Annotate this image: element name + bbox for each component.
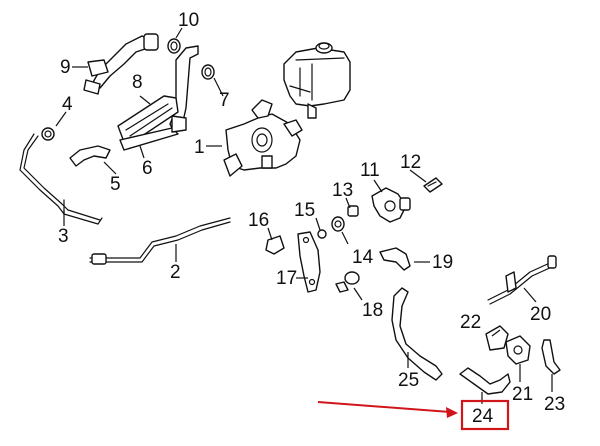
callout-2: 2 (170, 262, 181, 283)
highlight-marker (317, 399, 510, 431)
callout-23: 23 (544, 394, 565, 415)
callout-14: 14 (352, 247, 374, 268)
part-17-bracket (297, 231, 321, 293)
part-10-clamp (167, 38, 181, 54)
callout-22: 22 (460, 312, 481, 333)
part-25-hose (391, 287, 443, 381)
callout-18: 18 (362, 300, 383, 321)
leader-lines (55, 27, 553, 404)
callout-15: 15 (294, 200, 315, 221)
part-6-pipe (119, 115, 187, 151)
callout-24: 24 (472, 406, 494, 427)
part-22-bracket (485, 325, 509, 351)
callout-20: 20 (530, 304, 551, 325)
part-5-hose (69, 145, 111, 167)
part-15-washer (317, 229, 327, 239)
part-21-valve (505, 335, 531, 365)
part-7-oring (201, 64, 215, 80)
part-20-pipe (487, 255, 557, 305)
part-13-nut (347, 205, 359, 217)
callout-13: 13 (332, 180, 353, 201)
coolant-reservoir (283, 42, 351, 119)
callout-5: 5 (110, 174, 121, 195)
callout-1: 1 (194, 137, 205, 158)
highlight-arrowhead (446, 407, 458, 418)
highlight-box (460, 399, 510, 431)
callout-9: 9 (60, 57, 71, 78)
part-2-pipe (89, 217, 231, 265)
part-14-fitting (331, 216, 345, 232)
part-16-sensor (265, 235, 285, 255)
part-4-oring (41, 127, 55, 141)
callout-8: 8 (132, 72, 143, 93)
part-12-bolt (423, 177, 443, 193)
callout-6: 6 (142, 158, 153, 179)
part-18-bolt (335, 271, 360, 293)
callout-16: 16 (248, 210, 269, 231)
callout-21: 21 (512, 384, 533, 405)
part-11-valve (371, 187, 411, 223)
part-23-pipe (541, 339, 561, 375)
part-19-hose (379, 247, 411, 271)
callout-4: 4 (62, 94, 73, 115)
callout-19: 19 (432, 252, 453, 273)
callout-3: 3 (58, 226, 69, 247)
callout-10: 10 (178, 10, 199, 31)
callout-17: 17 (276, 268, 297, 289)
callout-12: 12 (400, 152, 421, 173)
callout-7: 7 (219, 90, 230, 111)
callout-labels: 10 9 8 7 4 1 6 5 3 2 11 12 13 14 15 16 1… (58, 10, 565, 427)
callout-11: 11 (360, 160, 380, 181)
part-9-hose (83, 33, 159, 95)
part-24-hose (459, 367, 511, 395)
part-1-hose-assembly (223, 99, 303, 177)
callout-25: 25 (398, 370, 419, 391)
